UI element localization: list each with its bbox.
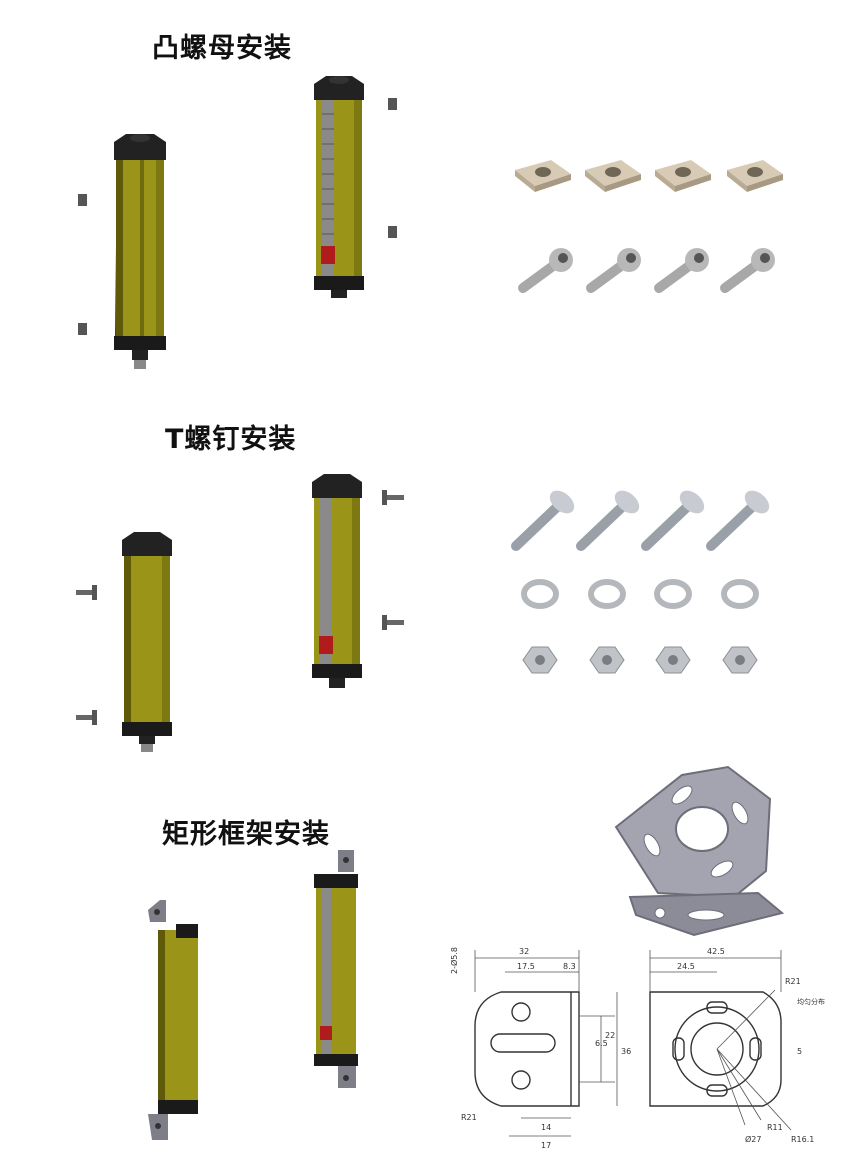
dim-offset-a: 17.5 (517, 962, 535, 971)
light-curtain-receiver (312, 474, 362, 688)
dim-note: 均匀分布 (797, 997, 825, 1006)
nut-install-illustration (78, 76, 397, 369)
section-title-nut: 凸螺母安装 (152, 33, 292, 64)
light-curtain-receiver (314, 850, 358, 1088)
bracket-dimension-drawing: 2-Ø5.8 32 17.5 8.3 6.5 22 36 R21 14 17 4… (449, 947, 825, 1150)
dim-offset-right: 24.5 (677, 962, 695, 971)
nut-icon (78, 323, 87, 335)
dim-dia: Ø27 (745, 1134, 761, 1144)
dim-h-small: 6.5 (595, 1039, 608, 1048)
dim-h-outer: 36 (621, 1047, 631, 1056)
t-screw-icon (76, 585, 97, 600)
nut-hardware-photo (515, 160, 783, 293)
dim-width-left: 32 (519, 947, 529, 956)
t-screw-icon (382, 490, 404, 505)
dim-width-right: 42.5 (707, 947, 725, 956)
square-nuts (515, 160, 783, 192)
dim-offset-b: 8.3 (563, 962, 576, 971)
nut-icon (388, 98, 397, 110)
light-curtain-receiver (314, 76, 364, 298)
carriage-bolts (511, 490, 770, 551)
dim-bottom-a: 14 (541, 1123, 551, 1132)
light-curtain-emitter (122, 532, 172, 752)
dim-bottom-b: 17 (541, 1141, 551, 1150)
dim-radius-top: R21 (785, 977, 801, 986)
t-screw-icon (76, 710, 97, 725)
t-screw-install-illustration (76, 474, 404, 752)
dim-slot: 5 (797, 1047, 802, 1056)
bracket-install-illustration (148, 850, 358, 1140)
light-curtain-emitter (148, 900, 198, 1140)
nut-icon (388, 226, 397, 238)
nut-icon (78, 194, 87, 206)
dim-radius-left: R21 (461, 1113, 477, 1122)
dim-r-inner: R11 (767, 1123, 783, 1132)
hex-nuts (522, 646, 758, 674)
light-curtain-emitter (114, 134, 166, 369)
spring-washers (521, 579, 759, 609)
dim-holes: 2-Ø5.8 (449, 947, 459, 974)
t-screw-hardware-photo (511, 490, 770, 674)
section-title-t-screw: T螺钉安装 (165, 424, 297, 455)
t-screw-icon (382, 615, 404, 630)
bracket-3d-render (614, 765, 785, 937)
cap-screws (518, 248, 775, 293)
dim-r-outer: R16.1 (791, 1135, 814, 1144)
dim-h-inner: 22 (605, 1031, 615, 1040)
section-title-bracket: 矩形框架安装 (162, 819, 330, 850)
